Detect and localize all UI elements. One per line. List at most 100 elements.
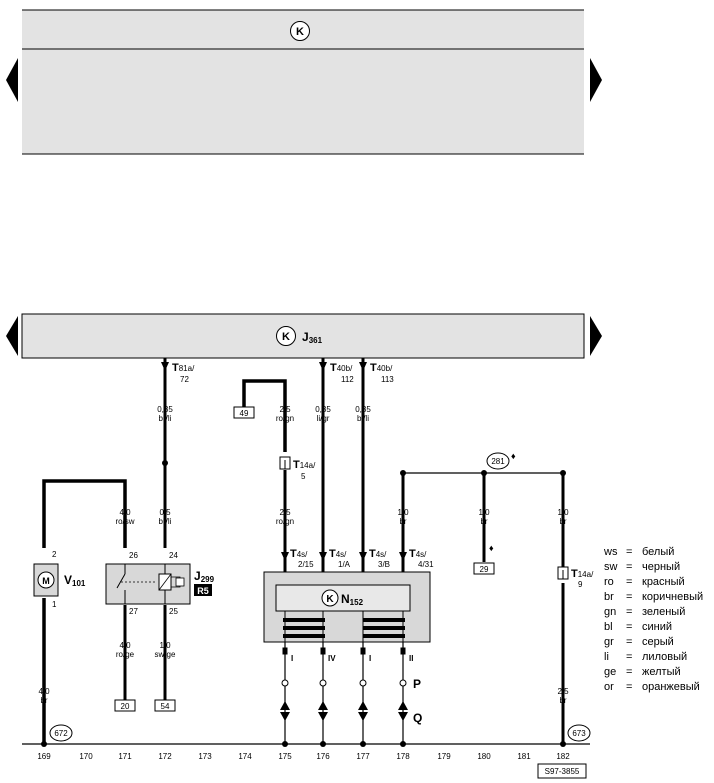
svg-text:175: 175 xyxy=(278,752,292,761)
svg-text:ro: ro xyxy=(604,576,614,588)
scroll-right-arrow[interactable] xyxy=(590,58,602,102)
svg-text:179: 179 xyxy=(437,752,451,761)
svg-text:178: 178 xyxy=(396,752,410,761)
svg-text:2/15: 2/15 xyxy=(298,560,314,569)
wires xyxy=(22,358,590,745)
svg-text:54: 54 xyxy=(161,702,170,711)
svg-text:2,5: 2,5 xyxy=(557,687,569,696)
control-unit-symbol: K xyxy=(276,326,296,346)
svg-text:желтый: желтый xyxy=(642,666,681,678)
top-panel-symbol: K xyxy=(290,21,310,41)
legend-row: br=коричневый xyxy=(604,591,703,603)
ref-box-20: 20 xyxy=(114,699,136,712)
svg-text:br: br xyxy=(480,517,487,526)
panel-left-arrow[interactable] xyxy=(6,316,18,356)
connector-t40b-112-pin: 112 xyxy=(341,375,354,384)
svg-text:S97-3855: S97-3855 xyxy=(545,767,580,776)
connector-t40b-113: T40b/ xyxy=(370,362,393,374)
junction-dots xyxy=(41,460,566,747)
svg-text:=: = xyxy=(626,576,632,588)
scroll-left-arrow[interactable] xyxy=(6,58,18,102)
svg-text:172: 172 xyxy=(158,752,172,761)
svg-text:=: = xyxy=(626,621,632,633)
panel-right-arrow[interactable] xyxy=(590,316,602,356)
svg-text:1: 1 xyxy=(52,600,57,609)
svg-text:br: br xyxy=(604,591,614,603)
svg-text:3/B: 3/B xyxy=(378,560,390,569)
svg-text:gr: gr xyxy=(604,636,614,648)
svg-text:9: 9 xyxy=(578,580,583,589)
svg-text:1,0: 1,0 xyxy=(478,508,490,517)
svg-text:li/gr: li/gr xyxy=(317,414,330,423)
legend-row: gn=зеленый xyxy=(604,606,685,618)
ref-circle-672: 672 xyxy=(49,724,73,742)
svg-text:173: 173 xyxy=(198,752,212,761)
svg-text:=: = xyxy=(626,666,632,678)
svg-text:174: 174 xyxy=(238,752,252,761)
drawing-id: S97-3855 xyxy=(537,763,587,779)
svg-text:K: K xyxy=(282,331,290,343)
svg-text:1,0: 1,0 xyxy=(557,508,569,517)
svg-text:or: or xyxy=(604,681,614,693)
svg-text:II: II xyxy=(409,654,413,663)
legend-row: bl=синий xyxy=(604,621,672,633)
valve-n152: K N152 xyxy=(263,571,431,643)
plug-t14a-9: T14a/ 9 xyxy=(557,566,594,589)
svg-text:R5: R5 xyxy=(197,586,209,596)
svg-text:I: I xyxy=(291,654,293,663)
svg-text:sw/ge: sw/ge xyxy=(155,650,176,659)
motor-v101: M 2 1 V101 xyxy=(33,550,86,609)
svg-text:29: 29 xyxy=(480,565,489,574)
svg-text:gn: gn xyxy=(604,606,616,618)
diamond-note-29: ♦ xyxy=(489,543,494,553)
relay-label: J299 xyxy=(194,569,215,584)
svg-text:24: 24 xyxy=(169,551,178,560)
svg-text:IV: IV xyxy=(328,654,336,663)
connector-t81a-pin: 72 xyxy=(180,375,189,384)
svg-text:T4s/: T4s/ xyxy=(369,548,387,560)
wire-arrows xyxy=(161,362,407,561)
svg-text:170: 170 xyxy=(79,752,93,761)
valve-pin-labels: I IV I II P Q xyxy=(291,654,422,725)
plug-t14a-5: T14a/ 5 xyxy=(279,456,316,481)
svg-text:серый: серый xyxy=(642,636,674,648)
svg-text:ro/gn: ro/gn xyxy=(276,414,294,423)
control-unit-panel: K J361 xyxy=(6,313,602,359)
valve-label: N152 xyxy=(341,592,364,607)
valve-plug-labels: T4s/ 2/15 T4s/ 1/A T4s/ 3/B T4s/ 4/31 xyxy=(290,548,434,569)
ref-circle-281: 281 xyxy=(486,452,510,470)
diamond-note: ♦ xyxy=(511,451,516,461)
svg-text:180: 180 xyxy=(477,752,491,761)
svg-text:зеленый: зеленый xyxy=(642,606,685,618)
svg-text:li: li xyxy=(604,651,609,663)
svg-text:=: = xyxy=(626,546,632,558)
svg-text:0,35: 0,35 xyxy=(157,405,173,414)
svg-text:br: br xyxy=(559,696,566,705)
svg-text:673: 673 xyxy=(572,729,586,738)
ref-circle-673: 673 xyxy=(567,724,591,742)
svg-text:0,5: 0,5 xyxy=(159,508,171,517)
svg-text:4,0: 4,0 xyxy=(119,508,131,517)
valve-outputs xyxy=(281,647,407,687)
svg-text:черный: черный xyxy=(642,561,680,573)
svg-text:5: 5 xyxy=(301,472,306,481)
svg-text:красный: красный xyxy=(642,576,685,588)
legend-row: ge=желтый xyxy=(604,666,681,678)
svg-text:=: = xyxy=(626,591,632,603)
svg-text:4,0: 4,0 xyxy=(38,687,50,696)
svg-text:br/li: br/li xyxy=(159,414,172,423)
color-legend: ws=белый sw=черный ro=красный br=коричне… xyxy=(603,546,703,693)
svg-text:P: P xyxy=(413,677,421,691)
svg-text:T4s/: T4s/ xyxy=(290,548,308,560)
svg-text:171: 171 xyxy=(118,752,132,761)
svg-text:25: 25 xyxy=(169,607,178,616)
svg-text:M: M xyxy=(42,576,50,586)
svg-text:белый: белый xyxy=(642,546,674,558)
svg-text:27: 27 xyxy=(129,607,138,616)
svg-text:br: br xyxy=(559,517,566,526)
legend-row: or=оранжевый xyxy=(604,681,700,693)
svg-text:2: 2 xyxy=(52,550,57,559)
motor-label: V101 xyxy=(64,573,86,588)
svg-text:672: 672 xyxy=(54,729,68,738)
